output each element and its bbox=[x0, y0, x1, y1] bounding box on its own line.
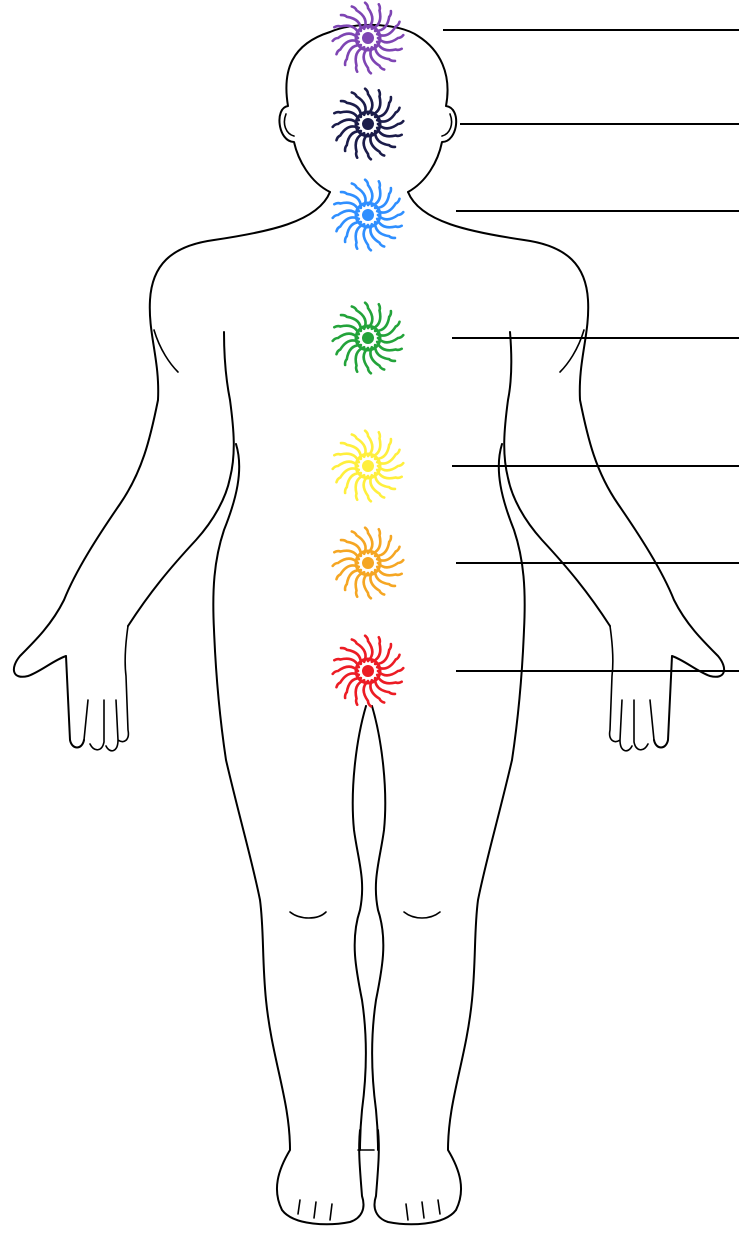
solar-plexus-chakra-ray bbox=[375, 439, 391, 459]
root-chakra-ray bbox=[375, 644, 391, 664]
heart-chakra-ray bbox=[375, 345, 395, 361]
root-chakra-icon bbox=[333, 636, 404, 707]
heart-chakra-icon bbox=[333, 303, 404, 374]
left-knee bbox=[290, 912, 326, 918]
root-chakra-ray bbox=[375, 678, 395, 694]
right-armpit bbox=[560, 330, 584, 372]
third-eye-chakra-ray bbox=[341, 101, 361, 117]
left-hand-fingers bbox=[84, 626, 128, 751]
left-leg-inner bbox=[353, 706, 366, 1150]
heart-chakra-ray bbox=[375, 311, 391, 331]
throat-chakra-icon bbox=[333, 180, 404, 251]
third-eye-chakra-icon bbox=[333, 89, 404, 160]
solar-plexus-chakra-core bbox=[362, 460, 374, 472]
throat-chakra-ray bbox=[375, 222, 395, 238]
throat-chakra-core bbox=[362, 209, 374, 221]
left-toes bbox=[298, 1200, 332, 1220]
solar-plexus-chakra-ray bbox=[375, 473, 395, 489]
root-chakra-core bbox=[362, 665, 374, 677]
crown-chakra-icon bbox=[333, 3, 404, 74]
root-chakra-ray bbox=[341, 648, 361, 664]
label-leader-lines bbox=[443, 30, 739, 671]
heart-chakra-ray bbox=[345, 345, 361, 365]
right-leg-inner bbox=[372, 706, 385, 1150]
right-arm-inner bbox=[504, 332, 610, 626]
throat-chakra-ray bbox=[375, 188, 391, 208]
sacral-chakra-ray bbox=[375, 570, 395, 586]
third-eye-chakra-core bbox=[362, 118, 374, 130]
heart-chakra-core bbox=[362, 332, 374, 344]
solar-plexus-chakra-icon bbox=[333, 431, 404, 502]
crown-chakra-ray bbox=[375, 45, 395, 61]
third-eye-chakra-ray bbox=[345, 131, 361, 151]
left-ear bbox=[284, 114, 294, 136]
crown-chakra-ray bbox=[345, 45, 361, 65]
sacral-chakra-ray bbox=[341, 540, 361, 556]
sacral-chakra-core bbox=[362, 557, 374, 569]
throat-chakra-ray bbox=[341, 192, 361, 208]
crown-chakra-core bbox=[362, 32, 374, 44]
crown-chakra-ray bbox=[375, 11, 391, 31]
third-eye-chakra-ray bbox=[375, 97, 391, 117]
crown-chakra-ray bbox=[341, 15, 361, 31]
sacral-chakra-icon bbox=[333, 528, 404, 599]
right-knee bbox=[404, 912, 440, 918]
right-body-outer bbox=[408, 192, 724, 748]
right-hand-fingers bbox=[610, 626, 654, 751]
right-body-side bbox=[375, 444, 525, 1224]
solar-plexus-chakra-ray bbox=[345, 473, 361, 493]
left-arm-inner bbox=[128, 332, 234, 626]
sacral-chakra-ray bbox=[345, 570, 361, 590]
root-chakra-ray bbox=[345, 678, 361, 698]
right-ear bbox=[442, 114, 452, 136]
solar-plexus-chakra-ray bbox=[341, 443, 361, 459]
left-armpit bbox=[154, 330, 178, 372]
heart-chakra-ray bbox=[341, 315, 361, 331]
right-toes bbox=[406, 1200, 440, 1220]
sacral-chakra-ray bbox=[375, 536, 391, 556]
left-body-outer bbox=[14, 192, 330, 748]
third-eye-chakra-ray bbox=[375, 131, 395, 147]
chakra-symbols bbox=[333, 3, 404, 707]
throat-chakra-ray bbox=[345, 222, 361, 242]
